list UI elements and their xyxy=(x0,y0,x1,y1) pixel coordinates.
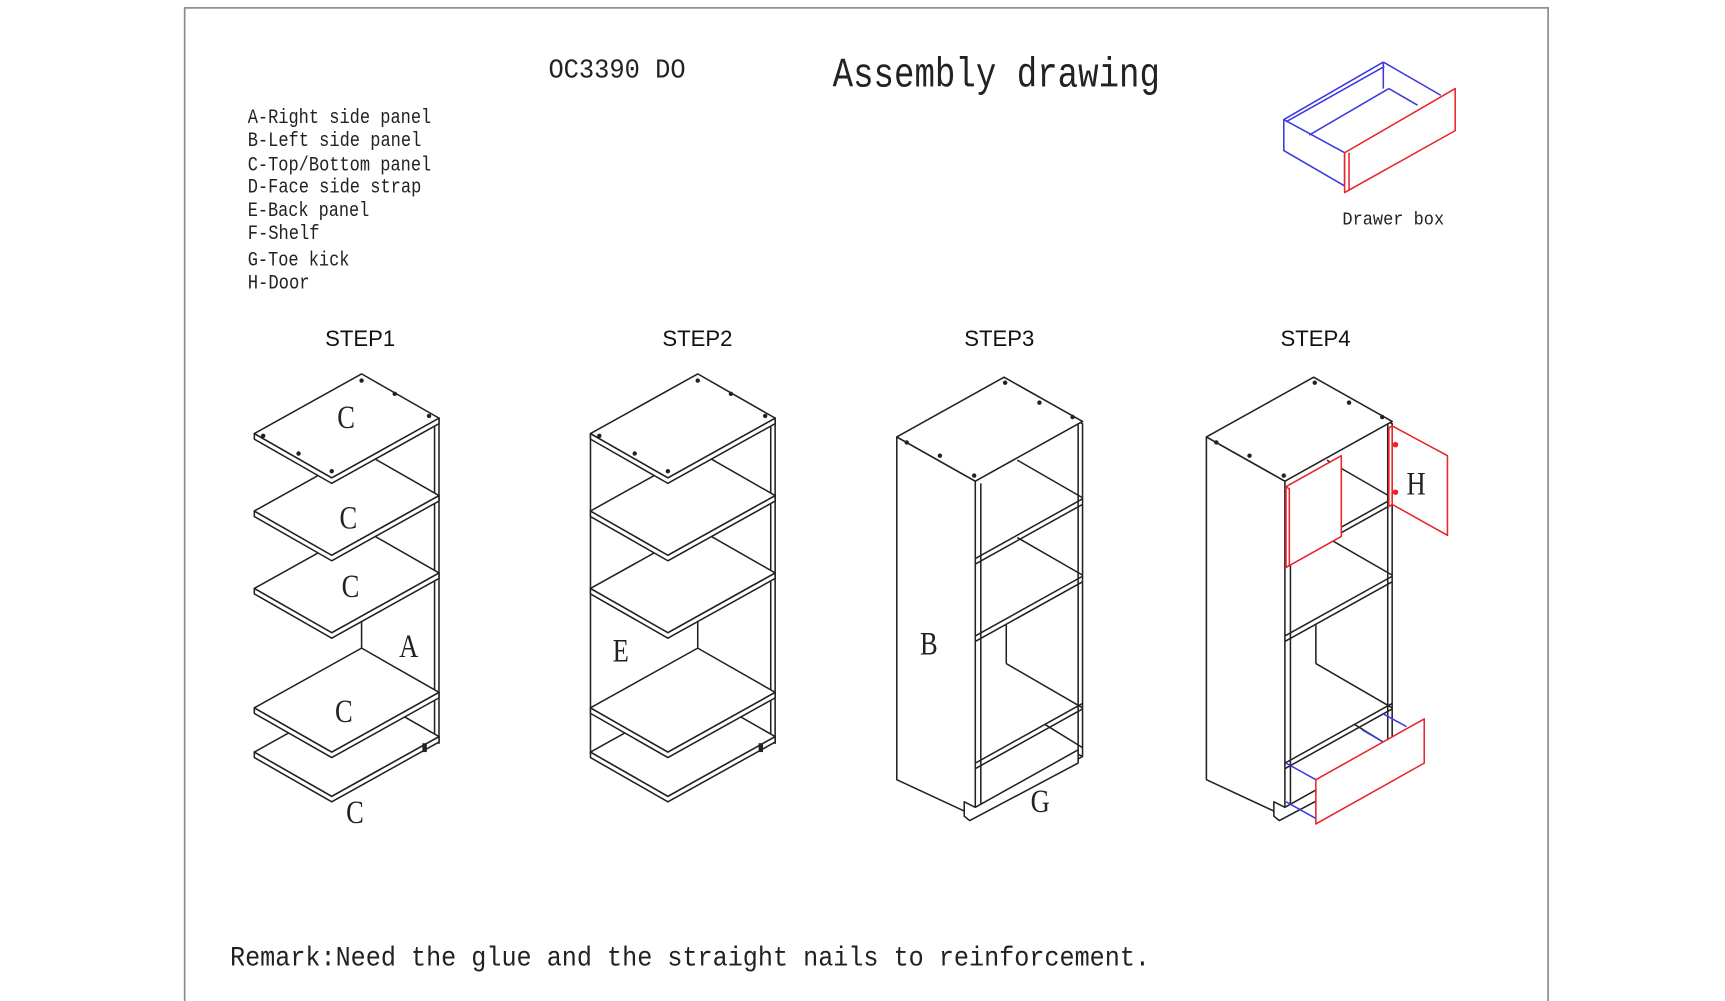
part-label-c: C xyxy=(339,500,357,536)
legend-item: F-Shelf xyxy=(248,222,320,245)
legend-item: H-Door xyxy=(248,272,310,295)
drawer-top-edge xyxy=(1285,65,1385,123)
shelf-front-edge xyxy=(1284,575,1393,637)
shelf-front-edge xyxy=(974,581,1083,643)
door-h-left-edge xyxy=(1285,485,1291,569)
drawer-top-edge xyxy=(1382,61,1442,96)
drawer-box-label: Drawer box xyxy=(1342,209,1444,231)
shelf-front-edge xyxy=(974,498,1083,560)
drawer-front-panel xyxy=(1343,87,1456,194)
drawer-side xyxy=(1285,762,1317,781)
legend-item: D-Face side strap xyxy=(248,176,422,199)
hinge-dot xyxy=(1392,489,1399,495)
screw-hole-dot xyxy=(1380,414,1385,420)
page-title: Assembly drawing xyxy=(833,51,1160,99)
shelf-back-edge xyxy=(1315,662,1393,709)
shelf-back-edge xyxy=(1044,723,1083,749)
screw-hole-dot xyxy=(1281,473,1287,478)
step4-label: STEP4 xyxy=(1280,326,1350,351)
left-side-panel-b xyxy=(1205,436,1286,817)
step1-drawing xyxy=(253,373,440,803)
part-label-b: B xyxy=(920,626,938,662)
step1-label: STEP1 xyxy=(325,326,395,351)
top-bottom-panel-c xyxy=(253,373,440,479)
screw-hole-dot xyxy=(728,391,734,397)
door-h-right-edge xyxy=(1388,425,1393,508)
step2-label: STEP2 xyxy=(662,326,732,351)
screw-hole-dot xyxy=(359,378,364,383)
screw-hole-dot xyxy=(1037,400,1042,405)
legend-item: B-Left side panel xyxy=(248,129,422,152)
part-label-h: H xyxy=(1407,466,1426,502)
screw-hole-dot xyxy=(1214,440,1219,445)
drawer-inner-edge xyxy=(1388,87,1418,106)
part-label-c: C xyxy=(337,399,355,435)
shelf-back-edge xyxy=(1005,662,1083,709)
screw-hole-dot xyxy=(762,413,768,419)
step2-drawing xyxy=(589,373,776,803)
screw-hole-dot xyxy=(296,451,301,456)
legend-item: E-Back panel xyxy=(248,199,370,222)
top-bottom-panel-c xyxy=(253,647,440,753)
part-labels: C C C A C C E B G H xyxy=(335,399,1426,830)
shelf-front-edge xyxy=(1284,708,1393,770)
part-label-c: C xyxy=(346,794,364,830)
part-label-a: A xyxy=(399,628,418,664)
leg-peg xyxy=(422,743,427,753)
screw-hole-dot xyxy=(1247,453,1252,458)
shelf-front-edge xyxy=(974,575,1083,637)
shelf-back-edge xyxy=(1016,459,1083,499)
screw-hole-dot xyxy=(632,451,637,456)
drawer-top-edge xyxy=(1283,61,1384,121)
screw-hole-dot xyxy=(937,453,943,458)
drawer-front xyxy=(1315,718,1426,825)
screw-hole-dot xyxy=(971,473,977,478)
part-label-e: E xyxy=(613,633,629,669)
part-label-c: C xyxy=(335,693,353,729)
drawer-box-illustration xyxy=(1283,61,1456,194)
shelf-back-edge xyxy=(1016,536,1083,576)
leg-peg xyxy=(758,743,763,753)
screw-hole-dot xyxy=(1312,380,1317,385)
screw-hole-dot xyxy=(1002,380,1008,385)
top-panel xyxy=(1205,376,1393,482)
screw-hole-dot xyxy=(1346,400,1352,405)
part-label-g: G xyxy=(1031,783,1050,819)
screw-hole-dot xyxy=(665,468,671,474)
panel xyxy=(589,647,776,753)
parts-legend: A-Right side panel B-Left side panel C-T… xyxy=(248,106,432,295)
shelf-front-edge xyxy=(974,702,1083,764)
step3-label: STEP3 xyxy=(964,326,1034,351)
legend-item: G-Toe kick xyxy=(248,249,350,272)
legend-item: A-Right side panel xyxy=(248,106,432,129)
drawer-side xyxy=(1285,801,1317,820)
part-label-c: C xyxy=(342,569,360,605)
hinge-dot xyxy=(1392,441,1399,448)
shelf-front-edge xyxy=(974,503,1083,565)
model-code: OC3390 DO xyxy=(548,56,685,86)
drawer-back xyxy=(1381,712,1407,728)
legend-item: C-Top/Bottom panel xyxy=(248,153,432,176)
shelf-front-edge xyxy=(1284,702,1393,764)
screw-hole-dot xyxy=(904,440,909,445)
shelf-front-edge xyxy=(974,708,1083,770)
screw-hole-dot xyxy=(1070,414,1075,420)
panel xyxy=(589,373,776,479)
screw-hole-dot xyxy=(260,433,266,439)
remark-text: Remark:Need the glue and the straight na… xyxy=(230,943,1150,974)
screw-hole-dot xyxy=(329,468,334,474)
screw-hole-dot xyxy=(695,378,700,383)
step4-drawing xyxy=(1205,376,1449,825)
shelf-front-edge xyxy=(1284,581,1393,643)
screw-hole-dot xyxy=(426,413,432,419)
step3-drawing xyxy=(896,376,1084,822)
toe-kick-g xyxy=(963,749,1079,822)
screw-hole-dot xyxy=(392,391,397,397)
shelf-back-edge xyxy=(1326,536,1393,576)
top-panel xyxy=(896,376,1084,482)
screw-hole-dot xyxy=(597,433,602,439)
drawer-inner-edge xyxy=(1308,87,1390,136)
